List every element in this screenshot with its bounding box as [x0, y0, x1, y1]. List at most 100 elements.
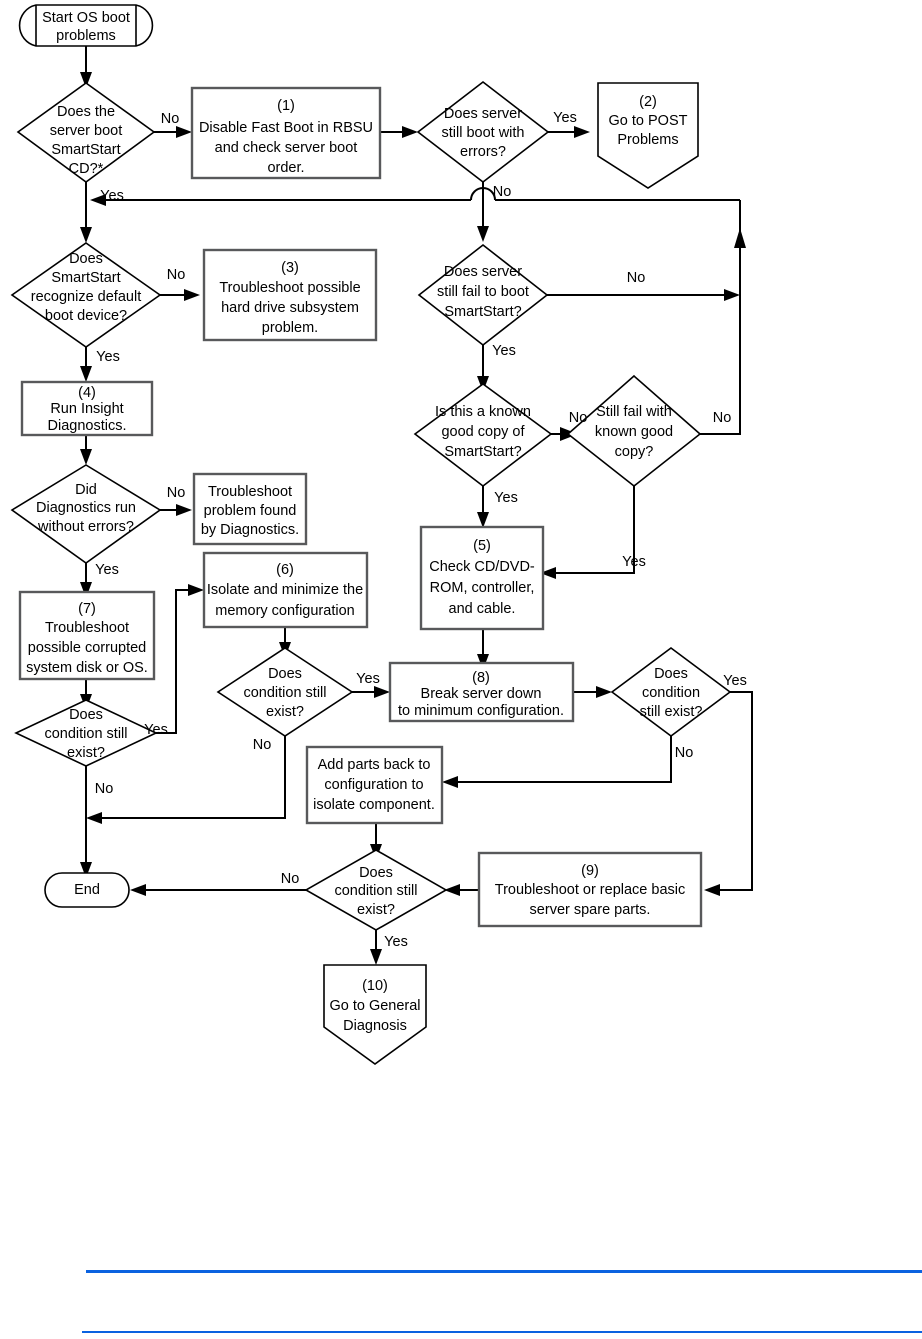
- node-still-fail-with-known-good-copy[interactable]: Still fail with known good copy?: [566, 374, 702, 488]
- arrowhead-d8-yes-p6: [188, 584, 204, 596]
- node-p9-line-2: Troubleshoot or replace basic: [495, 882, 685, 898]
- node-troubleshoot-or-replace-basic-server-spare-parts[interactable]: (9) Troubleshoot or replace basic server…: [477, 851, 703, 928]
- node-start-line-2: problems: [56, 28, 116, 44]
- node-p2-line-1: (2): [639, 94, 657, 110]
- node-p3-line-3: hard drive subsystem: [221, 300, 359, 316]
- node-p6-line-3: memory configuration: [215, 603, 354, 619]
- edge-label-d10-yes: Yes: [723, 673, 747, 689]
- edge-label-d4-no: No: [627, 270, 646, 286]
- node-p5-line-3: ROM, controller,: [430, 580, 535, 596]
- node-d10-line-3: still exist?: [640, 704, 703, 720]
- node-troubleshoot-problem-found-by-diagnostics[interactable]: Troubleshoot problem found by Diagnostic…: [192, 472, 308, 546]
- node-p3-line-2: Troubleshoot possible: [219, 280, 360, 296]
- node-d9-line-1: Does: [268, 666, 302, 682]
- arrowhead-d10-no-padd: [442, 776, 458, 788]
- node-d7-line-1: Did: [75, 482, 97, 498]
- node-p3-line-1: (3): [281, 260, 299, 276]
- footer-rule-bottom: [82, 1331, 922, 1333]
- node-p9-line-1: (9): [581, 863, 599, 879]
- edge-d10-yes-to-p9: [716, 691, 753, 891]
- node-does-server-boot-smartstart-cd[interactable]: Does the server boot SmartStart CD?*: [16, 82, 156, 183]
- node-d9-line-3: exist?: [266, 704, 304, 720]
- node-d7-line-2: Diagnostics run: [36, 500, 136, 516]
- node-end[interactable]: End: [44, 872, 130, 908]
- node-d5-line-1: Is this a known: [435, 404, 531, 420]
- node-p10-line-2: Go to General: [329, 998, 420, 1014]
- edge-label-d8-no: No: [95, 781, 114, 797]
- node-disable-fast-boot-rbsu[interactable]: (1) Disable Fast Boot in RBSU and check …: [190, 86, 382, 180]
- edge-label-d5-no: No: [569, 410, 588, 426]
- node-does-condition-still-exist-3[interactable]: Does condition still exist?: [610, 647, 732, 737]
- node-does-condition-still-exist-2[interactable]: Does condition still exist?: [216, 647, 354, 737]
- node-pd-line-1: Troubleshoot: [208, 484, 292, 500]
- node-p6-line-1: (6): [276, 562, 294, 578]
- node-d3-line-2: SmartStart: [51, 270, 120, 286]
- node-d4-line-2: still fail to boot: [437, 284, 529, 300]
- arrowhead-p9-d11: [444, 884, 460, 896]
- node-d1-line-4: CD?*: [69, 161, 104, 177]
- node-smartstart-recognize-default-boot-device[interactable]: Does SmartStart recognize default boot d…: [10, 242, 162, 348]
- arrowhead-d7-p7: [80, 582, 92, 598]
- arrowhead-d10-yes-p9: [704, 884, 720, 896]
- node-d10-line-1: Does: [654, 666, 688, 682]
- node-p10-line-3: Diagnosis: [343, 1018, 407, 1034]
- node-p8-line-1: (8): [472, 670, 490, 686]
- edge-d6-yes-to-p5: [551, 486, 635, 574]
- node-add-parts-back-to-configuration[interactable]: Add parts back to configuration to isola…: [305, 745, 444, 825]
- node-p2-line-3: Problems: [617, 132, 678, 148]
- node-does-server-still-fail-to-boot-smartstart[interactable]: Does server still fail to boot SmartStar…: [417, 243, 549, 347]
- edge-label-d3-no: No: [167, 267, 186, 283]
- footer-rule-top: [86, 1270, 922, 1273]
- node-does-condition-still-exist-1[interactable]: Does condition still exist?: [14, 699, 158, 767]
- edge-label-d5-yes: Yes: [494, 490, 518, 506]
- node-is-this-known-good-copy-of-smartstart[interactable]: Is this a known good copy of SmartStart?: [413, 383, 553, 488]
- arrowhead-d7-pd: [176, 504, 192, 516]
- node-isolate-minimize-memory-configuration[interactable]: (6) Isolate and minimize the memory conf…: [202, 551, 369, 629]
- edge-label-d11-yes: Yes: [384, 934, 408, 950]
- edge-return-hop: [470, 187, 496, 201]
- node-d2-line-1: Does server: [444, 106, 522, 122]
- node-break-server-down-to-minimum-configuration[interactable]: (8) Break server down to minimum configu…: [388, 661, 575, 723]
- node-p8-line-3: to minimum configuration.: [398, 703, 564, 719]
- arrowhead-d6-yes-p5: [540, 567, 556, 579]
- node-d6-line-3: copy?: [615, 444, 654, 460]
- arrowhead-d3-p4: [80, 366, 92, 382]
- arrowhead-d3-p3: [184, 289, 200, 301]
- node-does-condition-still-exist-4[interactable]: Does condition still exist?: [304, 849, 448, 931]
- node-d7-line-3: without errors?: [37, 519, 134, 535]
- node-p3-line-4: problem.: [262, 320, 318, 336]
- edge-label-d2-yes: Yes: [553, 110, 577, 126]
- edge-d10-no-to-padd: [454, 736, 672, 783]
- node-d10-line-2: condition: [642, 685, 700, 701]
- node-troubleshoot-hard-drive-subsystem[interactable]: (3) Troubleshoot possible hard drive sub…: [202, 248, 378, 342]
- node-p1-line-1: (1): [277, 98, 295, 114]
- node-p4-line-2: Run Insight: [50, 401, 123, 417]
- node-run-insight-diagnostics[interactable]: (4) Run Insight Diagnostics.: [20, 380, 154, 437]
- node-end-label: End: [74, 882, 100, 898]
- node-p1-line-2: Disable Fast Boot in RBSU: [199, 120, 373, 136]
- node-check-cd-dvd-rom-controller-cable[interactable]: (5) Check CD/DVD- ROM, controller, and c…: [419, 525, 545, 631]
- edge-d6-no-to-riser: [700, 425, 741, 435]
- node-d2-line-2: still boot with: [441, 125, 524, 141]
- edge-labels: No Yes Yes No No Yes No Yes No Yes No Ye…: [95, 110, 747, 950]
- node-pd-line-3: by Diagnostics.: [201, 522, 299, 538]
- arrowhead-return-to-d1yes: [90, 194, 106, 206]
- node-p7-line-2: Troubleshoot: [45, 620, 129, 636]
- arrowhead-d1-p1: [176, 126, 192, 138]
- node-d3-line-4: boot device?: [45, 308, 127, 324]
- node-d1-line-3: SmartStart: [51, 142, 120, 158]
- arrowhead-p1-d2: [402, 126, 418, 138]
- node-start[interactable]: Start OS boot problems: [18, 4, 154, 47]
- node-troubleshoot-corrupted-system-disk-os[interactable]: (7) Troubleshoot possible corrupted syst…: [18, 590, 156, 681]
- arrowhead-d2-d4: [477, 226, 489, 242]
- node-padd-line-3: isolate component.: [313, 797, 435, 813]
- node-go-to-post-problems[interactable]: (2) Go to POST Problems: [597, 82, 699, 189]
- node-d6-line-2: known good: [595, 424, 673, 440]
- node-go-to-general-diagnosis[interactable]: (10) Go to General Diagnosis: [323, 964, 427, 1065]
- node-does-server-still-boot-with-errors[interactable]: Does server still boot with errors?: [416, 80, 550, 184]
- node-p4-line-1: (4): [78, 385, 96, 401]
- node-did-diagnostics-run-without-errors[interactable]: Did Diagnostics run without errors?: [10, 464, 162, 564]
- edge-label-d7-no: No: [167, 485, 186, 501]
